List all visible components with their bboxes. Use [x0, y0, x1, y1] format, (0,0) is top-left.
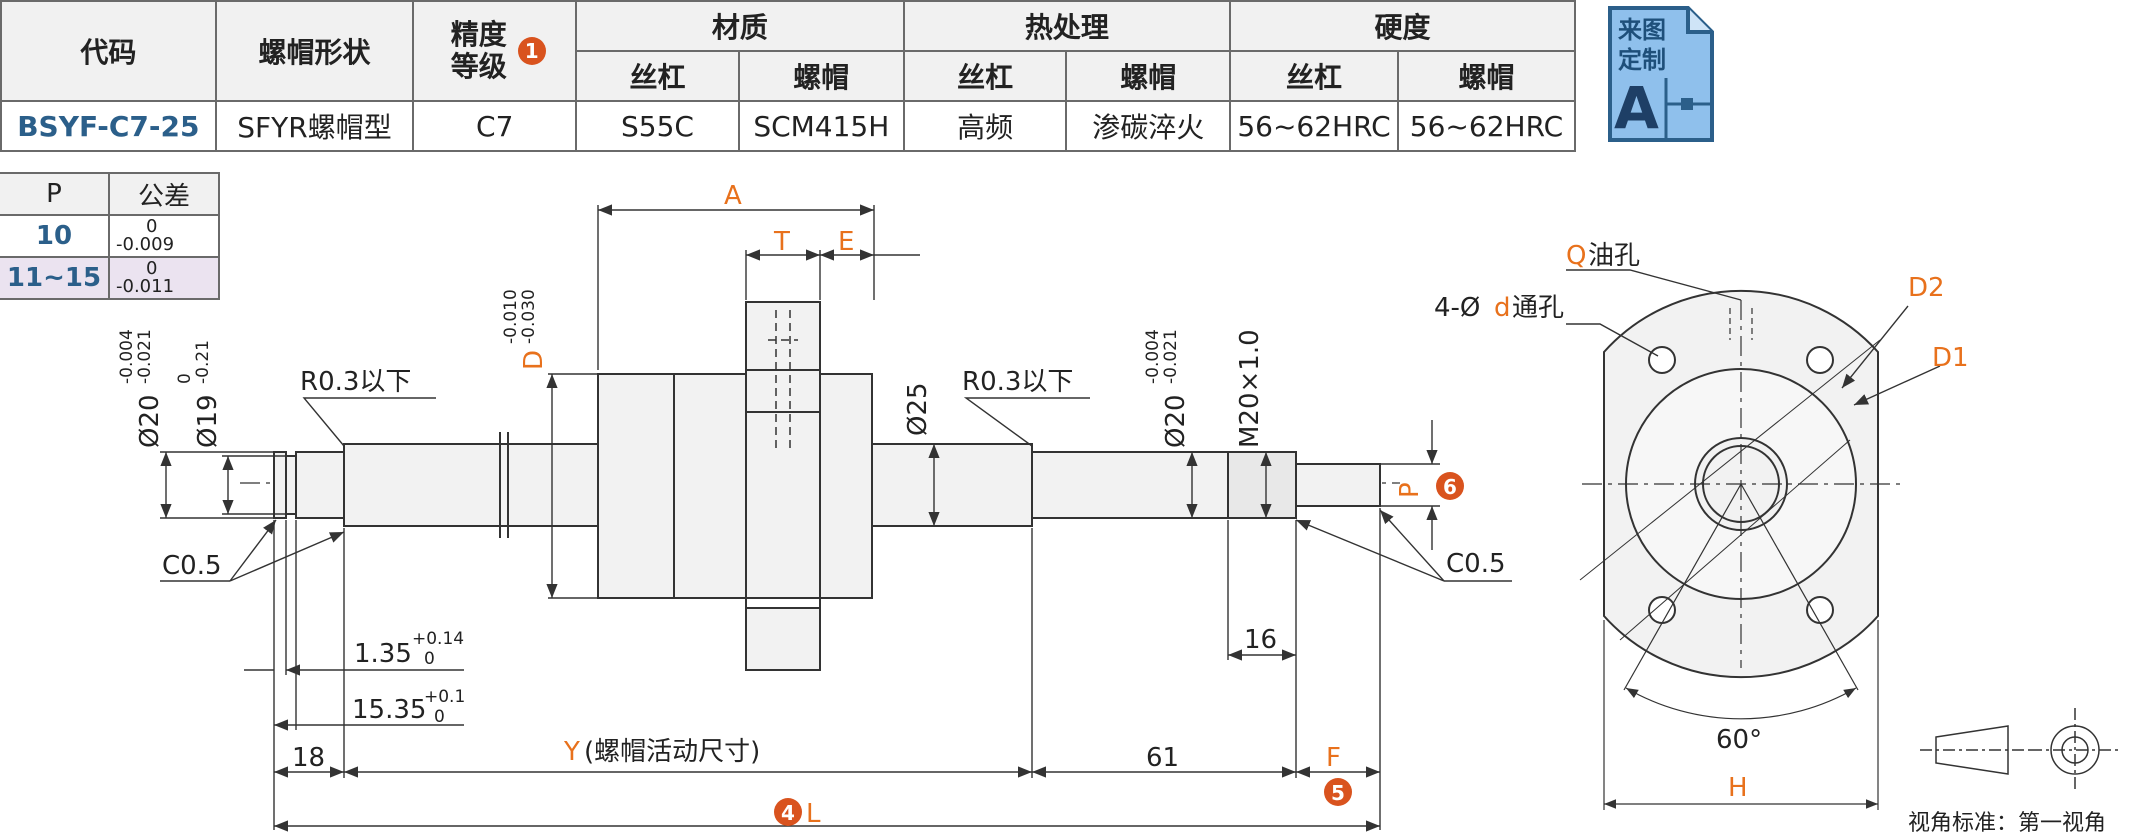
dim-P: P	[1395, 482, 1425, 498]
dim-15-35-tol-upper: +0.1	[424, 687, 465, 707]
dim-16: 16	[1244, 625, 1277, 655]
header-code: 代码	[0, 0, 217, 102]
badge-5: 5	[1331, 781, 1345, 805]
cell-code[interactable]: BSYF-C7-25	[0, 100, 217, 152]
dim-d20-right-tol-lower: -0.021	[1161, 329, 1181, 384]
cell-hardness-nut: 56~62HRC	[1397, 100, 1576, 152]
badge-1: 1	[517, 37, 546, 65]
header-heat-screw: 丝杠	[902, 50, 1068, 102]
nut-body	[597, 373, 873, 599]
header-material-nut: 螺帽	[737, 50, 905, 102]
tol-lower: -0.011	[116, 276, 175, 297]
cell-material-nut: SCM415H	[737, 100, 905, 152]
dim-15-35: 15.35	[352, 695, 426, 725]
cell-heat-screw: 高频	[902, 100, 1068, 152]
cell-heat-nut: 渗碳淬火	[1065, 100, 1232, 152]
badge-line1: 来图	[1618, 16, 1666, 44]
cell-precision: C7	[412, 100, 578, 152]
tol-header-tol: 公差	[109, 172, 220, 216]
header-material-screw: 丝杠	[575, 50, 740, 102]
thread-section	[1227, 451, 1297, 519]
header-nut-shape: 螺帽形状	[214, 0, 415, 102]
shaft-middle	[869, 443, 1033, 527]
first-angle-projection-icon	[1920, 708, 2120, 792]
badge-line2: 定制	[1618, 46, 1666, 74]
dim-d20-right-tol-upper: -0.004	[1143, 329, 1163, 384]
spec-table: 代码 螺帽形状 精度等级 1 材质 热处理 硬度 丝杠 螺帽 丝杠 螺帽 丝杠 螺…	[0, 0, 1576, 152]
header-precision: 精度等级 1	[412, 0, 578, 102]
custom-drawing-badge-icon[interactable]: 来图 定制 A	[1606, 4, 1716, 144]
dim-d20-right: Ø20	[1161, 394, 1191, 448]
badge-letter: A	[1614, 74, 1659, 142]
header-hardness-screw: 丝杠	[1229, 50, 1399, 102]
dim-E: E	[838, 227, 854, 257]
dim-d25: Ø25	[903, 382, 933, 436]
dim-r03-right: R0.3以下	[962, 367, 1073, 397]
shaft-left	[343, 443, 601, 527]
end-angle: 60°	[1716, 725, 1762, 755]
dim-c05-left: C0.5	[162, 551, 222, 581]
cell-hardness-screw: 56~62HRC	[1229, 100, 1399, 152]
end-holes-prefix: 4-Ø	[1434, 293, 1480, 323]
spec-row: BSYF-C7-25 SFYR螺帽型 C7 S55C SCM415H 高频 渗碳…	[0, 100, 1576, 152]
cell-material-screw: S55C	[575, 100, 740, 152]
end-D1: D1	[1932, 343, 1969, 373]
tol-header-p: P	[0, 172, 110, 216]
dim-18: 18	[292, 743, 325, 773]
end-D2: D2	[1908, 273, 1945, 303]
dim-d20-left-tol-upper: -0.004	[117, 329, 137, 384]
dim-d19-tol-lower: -0.21	[193, 340, 213, 384]
dim-d19: Ø19	[193, 394, 223, 448]
projection-note: 视角标准：第一视角	[1908, 811, 2106, 836]
tolerance-table: P 公差 10 0-0.009 11~15 0-0.011	[0, 172, 220, 300]
end-q-text: 油孔	[1588, 241, 1640, 271]
tol-p-value: 11~15	[0, 256, 110, 300]
badge-4: 4	[781, 801, 795, 825]
dim-A: A	[724, 181, 742, 211]
end-holes-suffix: 通孔	[1512, 293, 1564, 323]
header-heat-treatment: 热处理	[902, 0, 1232, 52]
shaft-end	[1295, 463, 1381, 507]
tol-value: 0-0.009	[109, 214, 220, 258]
dim-1-35-tol-lower: 0	[424, 649, 435, 669]
dim-61: 61	[1146, 743, 1179, 773]
shaft-ballbearing-section	[1031, 451, 1229, 519]
end-H: H	[1728, 773, 1748, 803]
dim-Y-text: (螺帽活动尺寸)	[584, 737, 760, 767]
header-material: 材质	[575, 0, 905, 52]
header-hardness-nut: 螺帽	[1397, 50, 1576, 102]
dim-D-tol-lower: -0.030	[519, 289, 539, 344]
dim-L: L	[806, 799, 821, 829]
dim-Y: Y	[563, 737, 580, 767]
dim-F: F	[1326, 743, 1341, 773]
dim-T: T	[773, 227, 790, 257]
dim-d19-tol-upper: 0	[175, 373, 195, 384]
tol-value: 0-0.011	[109, 256, 220, 300]
end-q-letter: Q	[1566, 241, 1586, 271]
tol-lower: -0.009	[116, 234, 175, 255]
dim-1-35: 1.35	[354, 639, 412, 669]
badge-6: 6	[1443, 475, 1457, 499]
dim-d20-left: Ø20	[135, 394, 165, 448]
header-hardness: 硬度	[1229, 0, 1576, 52]
tol-row: 11~15 0-0.011	[0, 256, 220, 300]
dim-D: D	[519, 350, 549, 370]
dim-c05-right: C0.5	[1446, 549, 1506, 579]
cell-nut-shape: SFYR螺帽型	[214, 100, 415, 152]
header-heat-nut: 螺帽	[1065, 50, 1232, 102]
dim-1-35-tol-upper: +0.14	[412, 629, 464, 649]
dim-d20-left-tol-lower: -0.021	[135, 329, 155, 384]
tol-upper: 0	[146, 258, 158, 279]
dim-D-tol-upper: -0.010	[501, 289, 521, 344]
header-precision-label: 精度等级	[450, 18, 507, 83]
dim-m20: M20×1.0	[1235, 329, 1265, 448]
tol-row: 10 0-0.009	[0, 214, 220, 258]
dim-15-35-tol-lower: 0	[434, 707, 445, 727]
dim-r03-left: R0.3以下	[300, 367, 411, 397]
tol-upper: 0	[146, 216, 158, 237]
end-holes-d: d	[1494, 293, 1511, 323]
tol-p-value: 10	[0, 214, 110, 258]
